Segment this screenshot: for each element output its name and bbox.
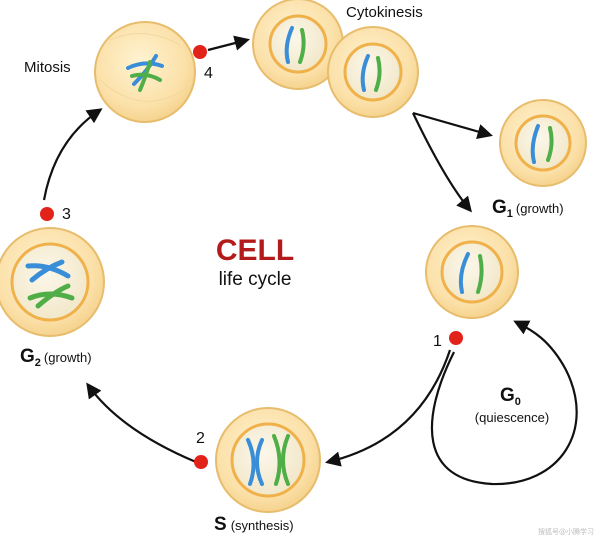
checkpoint-1-label: 1 (433, 333, 442, 350)
mitosis-cell (94, 21, 196, 123)
checkpoint-3-label: 3 (62, 206, 71, 223)
s-chromosomes-icon (246, 434, 290, 486)
g1-label: G1(growth) (492, 197, 564, 220)
mitosis-chromosomes-icon (126, 54, 164, 92)
checkpoint-3-dot (40, 207, 54, 221)
mitosis-label: Mitosis (24, 59, 71, 76)
g1-cell-chromosomes-icon (458, 252, 484, 294)
g2-growth-cell (0, 227, 105, 337)
cytokinesis-label: Cytokinesis (346, 4, 423, 21)
g1-growth-cell (499, 99, 587, 187)
cycle-arrows (42, 35, 578, 486)
g2-chromosomes-icon (25, 259, 75, 309)
g2-label: G2(growth) (20, 346, 92, 369)
arrow-checkpoint4-to-cytokinesis (207, 35, 250, 52)
arrow-cytokinesis-to-g1-cell (412, 112, 472, 213)
g0-label: G0 (500, 385, 521, 408)
checkpoint-labels: 1 2 3 4 (62, 65, 442, 447)
arrow-checkpoint1-to-s (325, 349, 452, 467)
checkpoint-2-dot (194, 455, 208, 469)
arrow-cytokinesis-to-g0-cell (412, 111, 493, 140)
checkpoint-4-dot (193, 45, 207, 59)
arrow-checkpoint2-to-g2 (86, 382, 197, 464)
g1-chromosomes-icon (530, 124, 554, 164)
arrow-checkpoint3-to-mitosis (42, 108, 103, 201)
checkpoint-2-label: 2 (196, 430, 205, 447)
g0-note: (quiescence) (475, 410, 549, 425)
cytokinesis-chromosomes-icon (284, 26, 382, 92)
checkpoints (40, 45, 463, 469)
s-synthesis-cell (215, 407, 321, 513)
diagram-subtitle: life cycle (219, 269, 292, 290)
watermark: 搜狐号@小腾学习 (538, 528, 594, 536)
diagram-title: CELL (216, 234, 294, 267)
g1-cell (425, 225, 519, 319)
checkpoint-4-label: 4 (204, 65, 213, 82)
cytokinesis-cells (252, 0, 419, 118)
checkpoint-1-dot (449, 331, 463, 345)
arrow-g0-quiescence-loop (430, 320, 578, 486)
s-label: S(synthesis) (214, 514, 294, 535)
